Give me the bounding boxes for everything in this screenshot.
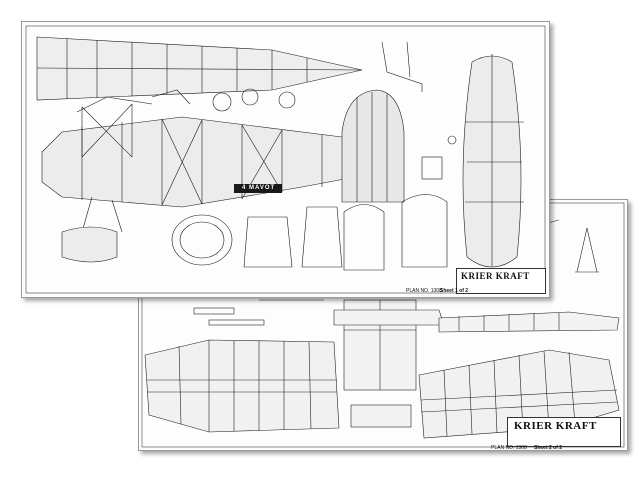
horizontal-stabilizer: [462, 54, 524, 268]
sheet1-title-block: KRIER KRAFT: [456, 268, 546, 294]
plan-sheet-1: 4 MAVOT KRIER KRAFT PLAN NO. 1308 Sheet …: [21, 21, 550, 298]
small-part-details: [151, 41, 457, 180]
former-details: [61, 194, 448, 271]
sheet2-title-block: KRIER KRAFT: [507, 417, 621, 447]
upper-wing-strip: [333, 309, 620, 333]
right-wing-panel: [418, 349, 620, 439]
fuselage-lettering-band: [234, 184, 282, 193]
sheet2-sheet-label: Sheet 2 of 2: [534, 445, 563, 451]
sheet1-sheet-label: Sheet 1 of 2: [440, 288, 469, 294]
vertical-tail: [341, 89, 405, 203]
sheet2-brand: KRIER KRAFT: [514, 420, 597, 432]
sheet1-plan-number: PLAN NO. 1308: [406, 288, 442, 294]
sheet1-brand: KRIER KRAFT: [461, 271, 530, 281]
fuselage-top-view: [36, 36, 363, 101]
fuselage-lettering: 4 MAVOT: [242, 185, 276, 191]
sheet2-plan-number: PLAN NO. 1308: [491, 445, 527, 451]
left-wing-panel: [144, 339, 340, 433]
sheet2-drawing: [141, 202, 625, 448]
sheet1-drawing: [25, 25, 546, 294]
